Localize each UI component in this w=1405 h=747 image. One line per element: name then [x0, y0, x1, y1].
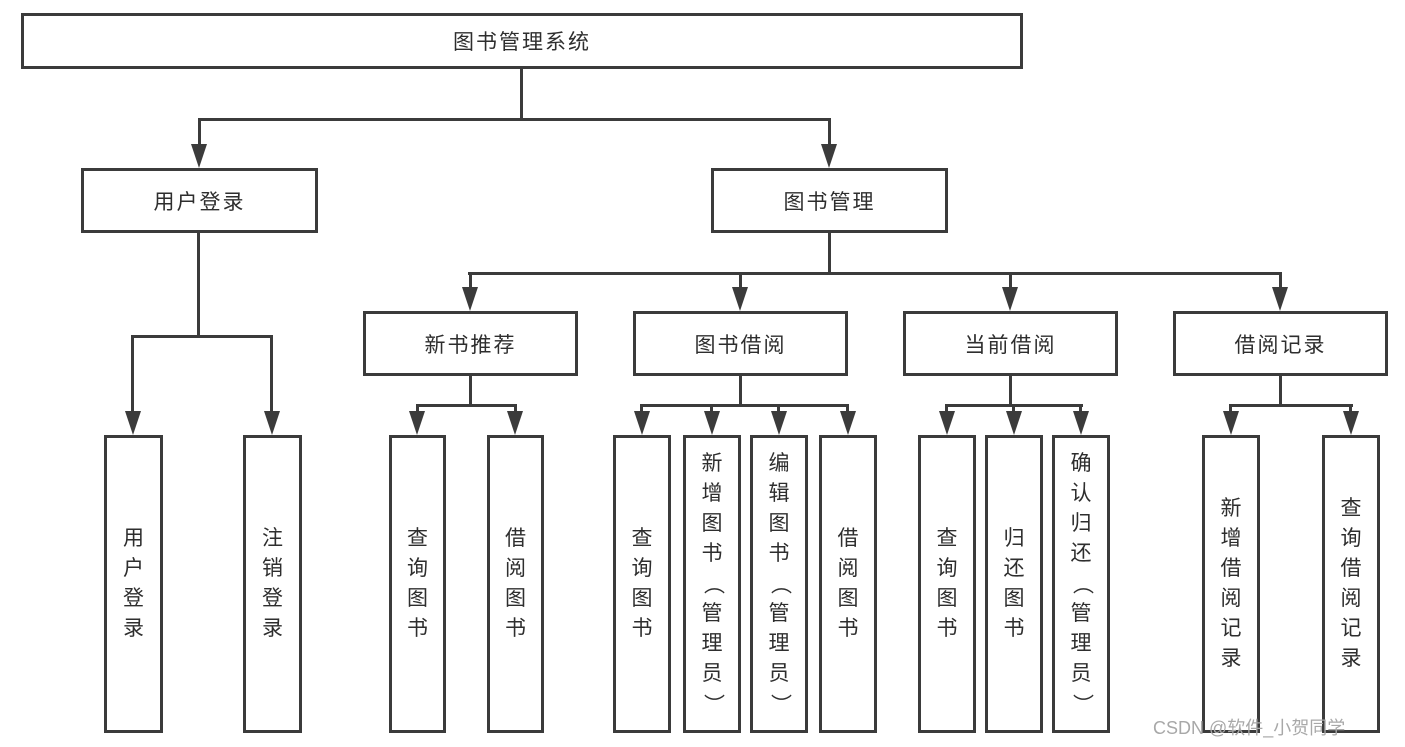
connector-stem-leaf — [270, 335, 273, 415]
arrow-down-icon — [1272, 287, 1288, 311]
connector-stem-leaf — [945, 404, 948, 416]
arrow-down-icon — [1343, 411, 1359, 435]
arrow-down-icon — [704, 411, 720, 435]
csdn-watermark: CSDN @软件_小贺同学 — [1153, 718, 1346, 738]
connector-stem-leaf — [514, 404, 517, 416]
leaf-borrowing-query-books: 查询图书 — [613, 435, 671, 733]
arrow-down-icon — [1223, 411, 1239, 435]
leaf-records-query-record: 查询借阅记录 — [1322, 435, 1380, 733]
connector-stem-leaf — [710, 404, 713, 416]
leaf-logout: 注销登录 — [243, 435, 302, 733]
arrow-down-icon — [409, 411, 425, 435]
arrow-down-icon — [191, 144, 207, 168]
node-book-borrowing: 图书借阅 — [633, 311, 848, 376]
connector-stem-leaf — [1349, 404, 1352, 416]
connector-group-hline — [1229, 404, 1353, 407]
connector-stem-leaf — [777, 404, 780, 416]
arrow-down-icon — [939, 411, 955, 435]
connector-stem-leaf — [640, 404, 643, 416]
arrow-down-icon — [634, 411, 650, 435]
leaf-borrowing-edit-book-admin: 编辑图书（管理员） — [750, 435, 808, 733]
connector-book-mgmt-vline — [828, 233, 831, 275]
node-root-library-system: 图书管理系统 — [21, 13, 1023, 69]
connector-stem-group — [1279, 272, 1282, 290]
connector-stem-leaf — [416, 404, 419, 416]
arrow-down-icon — [840, 411, 856, 435]
arrow-down-icon — [821, 144, 837, 168]
leaf-user-login: 用户登录 — [104, 435, 163, 733]
arrow-down-icon — [1006, 411, 1022, 435]
leaf-current-return-books: 归还图书 — [985, 435, 1043, 733]
leaf-borrowing-add-book-admin: 新增图书（管理员） — [683, 435, 741, 733]
connector-stem-leaf — [1012, 404, 1015, 416]
connector-stem-leaf — [1079, 404, 1082, 416]
arrow-down-icon — [462, 287, 478, 311]
leaf-current-query-books: 查询图书 — [918, 435, 976, 733]
connector-root-hline — [198, 118, 831, 121]
connector-root-vline — [520, 69, 523, 121]
connector-stem-leaf — [1229, 404, 1232, 416]
connector-stem-leaf — [131, 335, 134, 415]
arrow-down-icon — [732, 287, 748, 311]
leaf-newbooks-borrow-books: 借阅图书 — [487, 435, 544, 733]
connector-group-stub — [1279, 376, 1282, 407]
node-book-management: 图书管理 — [711, 168, 948, 233]
node-borrowing-records: 借阅记录 — [1173, 311, 1388, 376]
arrow-down-icon — [1073, 411, 1089, 435]
arrow-down-icon — [507, 411, 523, 435]
leaf-current-confirm-return-admin: 确认归还（管理员） — [1052, 435, 1110, 733]
connector-group-hline — [416, 404, 517, 407]
connector-stem-user-login — [198, 118, 201, 148]
connector-group-stub — [1009, 376, 1012, 407]
node-user-login: 用户登录 — [81, 168, 318, 233]
node-new-book-recommend: 新书推荐 — [363, 311, 578, 376]
connector-stem-group — [469, 272, 472, 290]
leaf-borrowing-borrow-books: 借阅图书 — [819, 435, 877, 733]
connector-group-stub — [739, 376, 742, 407]
connector-stem-group — [1009, 272, 1012, 290]
leaf-records-add-record: 新增借阅记录 — [1202, 435, 1260, 733]
connector-stem-book-management — [828, 118, 831, 148]
node-current-borrowing: 当前借阅 — [903, 311, 1118, 376]
arrow-down-icon — [264, 411, 280, 435]
connector-book-mgmt-hline — [468, 272, 1282, 275]
connector-group-hline — [640, 404, 849, 407]
connector-user-login-vline — [197, 233, 200, 338]
arrow-down-icon — [1002, 287, 1018, 311]
connector-stem-leaf — [846, 404, 849, 416]
connector-group-stub — [469, 376, 472, 407]
connector-user-login-hline — [131, 335, 273, 338]
arrow-down-icon — [771, 411, 787, 435]
connector-stem-group — [739, 272, 742, 290]
arrow-down-icon — [125, 411, 141, 435]
leaf-newbooks-query-books: 查询图书 — [389, 435, 446, 733]
